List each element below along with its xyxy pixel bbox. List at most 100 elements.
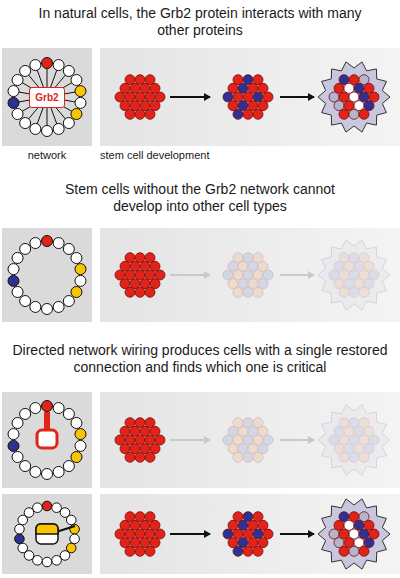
cell [253,287,263,297]
development-arrow [170,533,210,535]
development-arrow [170,96,210,98]
protein-circle [75,264,86,275]
differentiated-outline [318,62,390,132]
cell [253,452,263,462]
cell [243,546,253,556]
protein-circle [71,418,82,429]
cell [125,109,135,119]
restored-yellow-connection [36,524,75,544]
protein-circle [12,452,23,463]
protein-network [8,401,86,480]
protein-circle [12,418,23,429]
stem-cell-cluster [115,512,165,557]
drawn-cells [8,58,390,570]
cell [253,109,263,119]
protein-circle [18,543,28,553]
protein-circle [8,264,19,275]
protein-circle [30,60,41,71]
development-panel [100,494,400,574]
cell [349,287,359,297]
cell [145,452,155,462]
protein-circle [42,236,53,247]
protein-circle [42,401,53,412]
protein-circle [20,118,31,129]
section-heading: Directed network wiring produces cells w… [5,342,395,376]
development-panel [100,48,400,146]
protein-circle [20,461,31,472]
cell [339,109,349,119]
protein-circle [75,86,86,97]
protein-circle [30,123,41,134]
cell [233,546,243,556]
protein-circle [53,60,64,71]
cell [339,452,349,462]
protein-network [8,58,86,137]
development-panel [100,228,400,322]
faded-arrow [170,274,210,276]
protein-circle [30,301,41,312]
protein-circle [12,109,23,120]
protein-circle [71,287,82,298]
panel-caption: network [2,149,92,162]
development-panel [100,392,400,488]
protein-circle [12,287,23,298]
cell [243,287,253,297]
cell [145,546,155,556]
protein-circle [63,408,74,419]
protein-circle [71,253,82,264]
protein-circle [8,86,19,97]
protein-circle [75,429,86,440]
protein-circle [53,123,64,134]
cell [243,109,253,119]
faded-arrow [170,439,210,441]
protein-circle [75,275,86,286]
network-panel [2,392,92,488]
cell [349,546,359,556]
stem-cell-cluster [115,75,165,120]
protein-circle [20,243,31,254]
cell [135,109,145,119]
cell [233,287,243,297]
protein-circle [53,301,64,312]
protein-circle [71,109,82,120]
cell [145,287,155,297]
network-panel [2,48,92,146]
protein-circle [71,75,82,86]
protein-circle [30,238,41,249]
cell [359,546,369,556]
cell [125,287,135,297]
faded-arrow [280,439,314,441]
protein-circle [63,296,74,307]
protein-circle [12,253,23,264]
cell [349,109,359,119]
faded-cell-cluster [329,253,379,298]
protein-circle [20,296,31,307]
protein-circle [42,304,53,315]
cell [349,452,359,462]
protein-network [8,236,86,315]
differentiated-cell-cluster [329,75,379,120]
cell [125,546,135,556]
cell [339,546,349,556]
protein-circle [53,238,64,249]
protein-circle [63,243,74,254]
protein-circle [30,403,41,414]
cell [359,452,369,462]
protein-circle [42,126,53,137]
cell [125,452,135,462]
protein-circle [15,524,25,534]
section-heading: Stem cells without the Grb2 network cann… [60,181,340,215]
panel-caption: stem cell development [100,149,300,162]
protein-circle [70,534,80,544]
faded-arrow [280,274,314,276]
cell [135,452,145,462]
differentiated-outline [318,499,390,569]
section-heading: In natural cells, the Grb2 protein inter… [35,5,365,39]
protein-circle [52,556,62,566]
protein-circle [8,429,19,440]
cell [243,452,253,462]
development-arrow [280,96,314,98]
cell [359,109,369,119]
developing-cell-cluster [223,512,273,557]
protein-circle [53,403,64,414]
